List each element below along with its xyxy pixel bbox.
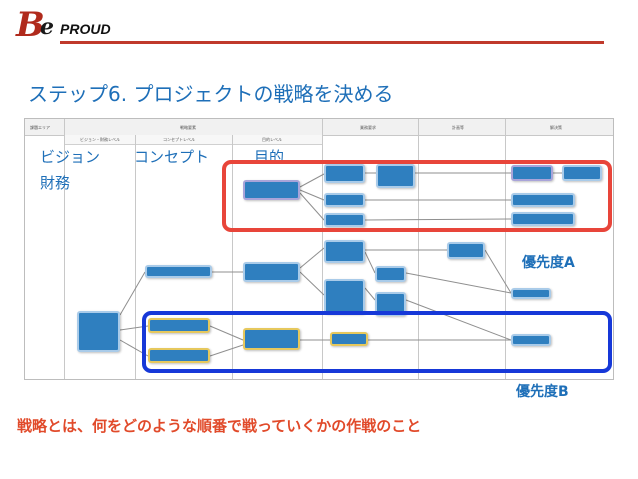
column-divider (64, 119, 65, 379)
header-cell-strategy: 戦略要素 (180, 125, 196, 130)
priority-a-label: 優先度A (522, 255, 575, 271)
priority-b-highlight (142, 311, 612, 373)
diagram-subheader-row (64, 135, 322, 145)
subheader-purpose: 目的レベル (262, 137, 282, 142)
footer-caption: 戦略とは、何をどのような順番で戦っていくかの作戦のこと (17, 417, 422, 435)
diagram-node (324, 279, 365, 314)
subheader-concept: コンセプトレベル (163, 137, 195, 142)
header-cell-solution: 解決策 (550, 125, 562, 130)
priority-a-highlight (222, 160, 612, 232)
diagram-node (511, 165, 553, 181)
header-divider (60, 41, 604, 44)
header-cell-plan: 計画等 (452, 125, 464, 130)
column-divider (418, 119, 419, 379)
priority-b-label: 優先度B (516, 384, 569, 400)
diagram-node (324, 193, 365, 207)
diagram-node (375, 266, 406, 282)
column-divider (505, 119, 506, 379)
header-cell-business: 業務要求 (360, 125, 376, 130)
logo-text: PROUD (60, 21, 111, 37)
diagram-node (511, 193, 575, 207)
label-vision: ビジョン (40, 148, 101, 166)
diagram-node (376, 164, 415, 188)
diagram-node (243, 328, 300, 350)
diagram-node (148, 318, 210, 333)
logo-letter-e: e (40, 14, 54, 40)
column-divider (135, 135, 136, 379)
diagram-node (324, 164, 365, 183)
label-concept: コンセプト (134, 148, 210, 166)
diagram-node (77, 311, 120, 352)
diagram-node (511, 334, 551, 346)
diagram-node (511, 288, 551, 299)
logo-letter-b: B (16, 5, 45, 45)
diagram-node (562, 165, 602, 181)
diagram-node (145, 265, 212, 278)
label-finance: 財務 (40, 174, 71, 192)
header-cell-area: 課題エリア (30, 125, 50, 130)
column-divider (232, 135, 233, 379)
diagram-node (330, 332, 368, 346)
diagram-node (511, 212, 575, 226)
subheader-vision-finance: ビジョン・財務レベル (80, 137, 120, 142)
diagram-node (324, 213, 365, 227)
diagram-node (243, 262, 300, 282)
diagram-node (447, 242, 485, 259)
diagram-node (148, 348, 210, 363)
slide-title: ステップ6. プロジェクトの戦略を決める (28, 82, 394, 106)
diagram-node (243, 180, 300, 200)
diagram-node (324, 240, 365, 263)
